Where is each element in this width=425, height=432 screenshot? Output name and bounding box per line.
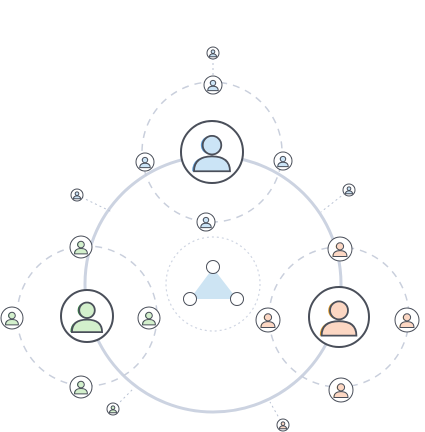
user-node-blue[interactable] [135,152,155,172]
user-icon [333,383,349,398]
network-node [206,260,220,274]
user-icon [141,311,156,326]
user-node-orange[interactable] [328,377,354,403]
network-node [183,292,197,306]
user-icon [345,186,353,195]
user-icon [209,49,217,58]
user-node-green[interactable] [137,306,161,330]
user-icon [399,313,415,328]
user-icon [279,421,287,430]
user-icon [332,242,348,257]
user-node-blue[interactable] [196,212,216,232]
user-node-green[interactable] [69,375,93,399]
network-triangle-icon [183,260,244,306]
hub-user-green[interactable] [60,289,114,343]
user-node-orange[interactable] [394,307,420,333]
user-icon [73,380,88,395]
user-icon [207,79,219,92]
user-node-blue[interactable] [70,188,84,202]
user-icon [73,240,88,255]
user-icon [109,405,117,414]
user-icon [260,313,276,328]
user-node-orange[interactable] [255,307,281,333]
user-node-orange[interactable] [327,236,353,262]
hub-user-orange[interactable] [308,286,370,348]
user-icon [192,134,231,173]
hub-user-blue[interactable] [180,120,244,184]
user-icon [277,155,289,168]
user-node-green[interactable] [69,235,93,259]
user-icon [4,311,19,326]
user-node-green[interactable] [0,306,24,330]
center-ring [165,236,261,332]
user-node-blue[interactable] [206,46,220,60]
user-icon [200,216,212,229]
user-node-green[interactable] [106,402,120,416]
user-icon [319,300,358,337]
user-icon [139,156,151,169]
network-node [230,292,244,306]
user-icon [73,191,81,200]
user-icon [70,301,103,334]
user-node-blue[interactable] [273,151,293,171]
user-node-orange[interactable] [276,418,290,432]
user-node-blue[interactable] [342,183,356,197]
user-node-blue[interactable] [203,75,223,95]
